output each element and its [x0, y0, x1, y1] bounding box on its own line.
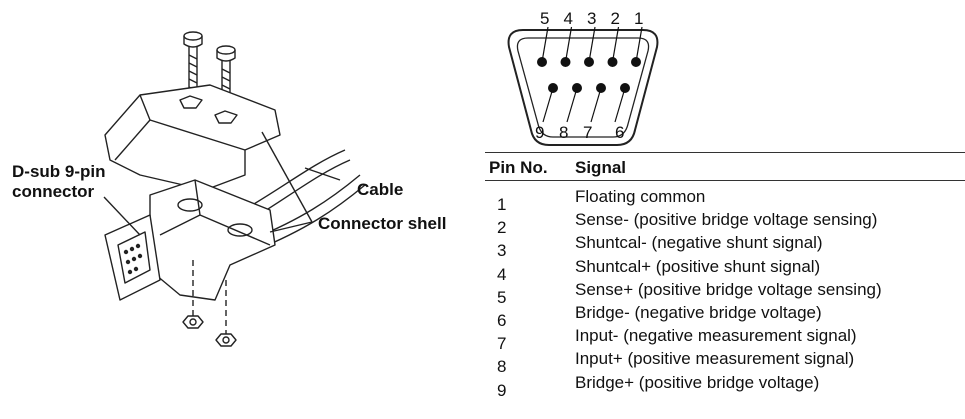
table-row: 2 Sense- (positive bridge voltage sensing… [485, 210, 965, 238]
pin-number-1: 1 [634, 9, 643, 28]
pin-no-cell: 9 [497, 380, 507, 400]
table-row: 1 Floating common [485, 187, 965, 214]
pin-number-9: 9 [535, 123, 544, 142]
pin-no-cell: 2 [497, 218, 507, 238]
connector-shell-bottom [149, 179, 276, 301]
table-row: 6 Bridge- (negative bridge voltage) [485, 302, 965, 330]
signal-cell: Sense- (positive bridge voltage sensing) [575, 210, 878, 230]
table-row: 4 Shuntcal+ (positive shunt signal) [485, 256, 965, 284]
dsub-outline-inner [516, 37, 650, 138]
table-header: Pin No. Signal [485, 152, 965, 181]
connector-shell-label: Connector shell [318, 214, 447, 233]
pin-leader-5 [541, 26, 549, 63]
pin-signal-table: Pin No. Signal 1 Floating common 2 Sense- (… [485, 152, 965, 400]
signal-cell: Shuntcal+ (positive shunt signal) [575, 256, 821, 276]
pin-no-cell: 7 [497, 334, 507, 354]
header-pin-no: Pin No. [489, 158, 548, 177]
hex-nut-right [215, 333, 237, 347]
connector-assembly-drawing [103, 31, 366, 347]
pin-no-cell: 1 [497, 195, 507, 214]
pin-leader-9 [542, 87, 554, 123]
pin-leader-1 [635, 26, 643, 63]
pin-no-cell: 8 [497, 357, 507, 377]
pin-number-8: 8 [559, 123, 568, 142]
pin-leader-7 [590, 87, 602, 123]
pin-number-2: 2 [611, 9, 620, 28]
dsub-connector-face [104, 214, 161, 301]
connector-shell-top [104, 84, 281, 191]
pin-number-4: 4 [564, 9, 573, 28]
signal-cell: Input- (negative measurement signal) [575, 326, 857, 346]
dsub-label-line1: D-sub 9-pin [12, 162, 106, 181]
pin-no-cell: 6 [497, 310, 507, 330]
dsub-outline-outer [507, 29, 659, 146]
pin-no-cell: 4 [497, 264, 507, 284]
header-signal: Signal [575, 158, 627, 177]
signal-cell: Bridge+ (positive bridge voltage) [575, 372, 820, 392]
pin-number-6: 6 [615, 123, 624, 142]
cable-label: Cable [357, 180, 404, 199]
table-row: 8 Input+ (positive measurement signal) [485, 349, 965, 377]
signal-cell: Bridge- (negative bridge voltage) [575, 302, 822, 322]
pin-number-3: 3 [587, 9, 596, 28]
pin-no-cell: 3 [497, 241, 507, 261]
table-row: 5 Sense+ (positive bridge voltage sensing… [485, 279, 965, 307]
dsub-label-line2: connector [12, 182, 95, 201]
table-row: 9 Bridge+ (positive bridge voltage) [485, 372, 965, 400]
pin-leader-8 [566, 87, 578, 123]
pin-leader-6 [614, 87, 626, 123]
pin-leader-2 [611, 26, 620, 63]
table-row: 3 Shuntcal- (negative shunt signal) [485, 233, 965, 261]
signal-cell: Sense+ (positive bridge voltage sensing) [575, 279, 882, 299]
pin-leader-4 [564, 26, 573, 63]
signal-cell: Floating common [575, 187, 706, 206]
signal-cell: Shuntcal- (negative shunt signal) [575, 233, 823, 253]
pin-number-7: 7 [583, 123, 592, 142]
table-row: 7 Input- (negative measurement signal) [485, 326, 965, 354]
hex-nut-left [182, 315, 204, 329]
pin-leader-3 [588, 26, 596, 63]
pin-number-5: 5 [540, 9, 549, 28]
screw-left [183, 31, 203, 102]
signal-cell: Input+ (positive measurement signal) [575, 349, 855, 369]
pin-no-cell: 5 [497, 287, 507, 307]
